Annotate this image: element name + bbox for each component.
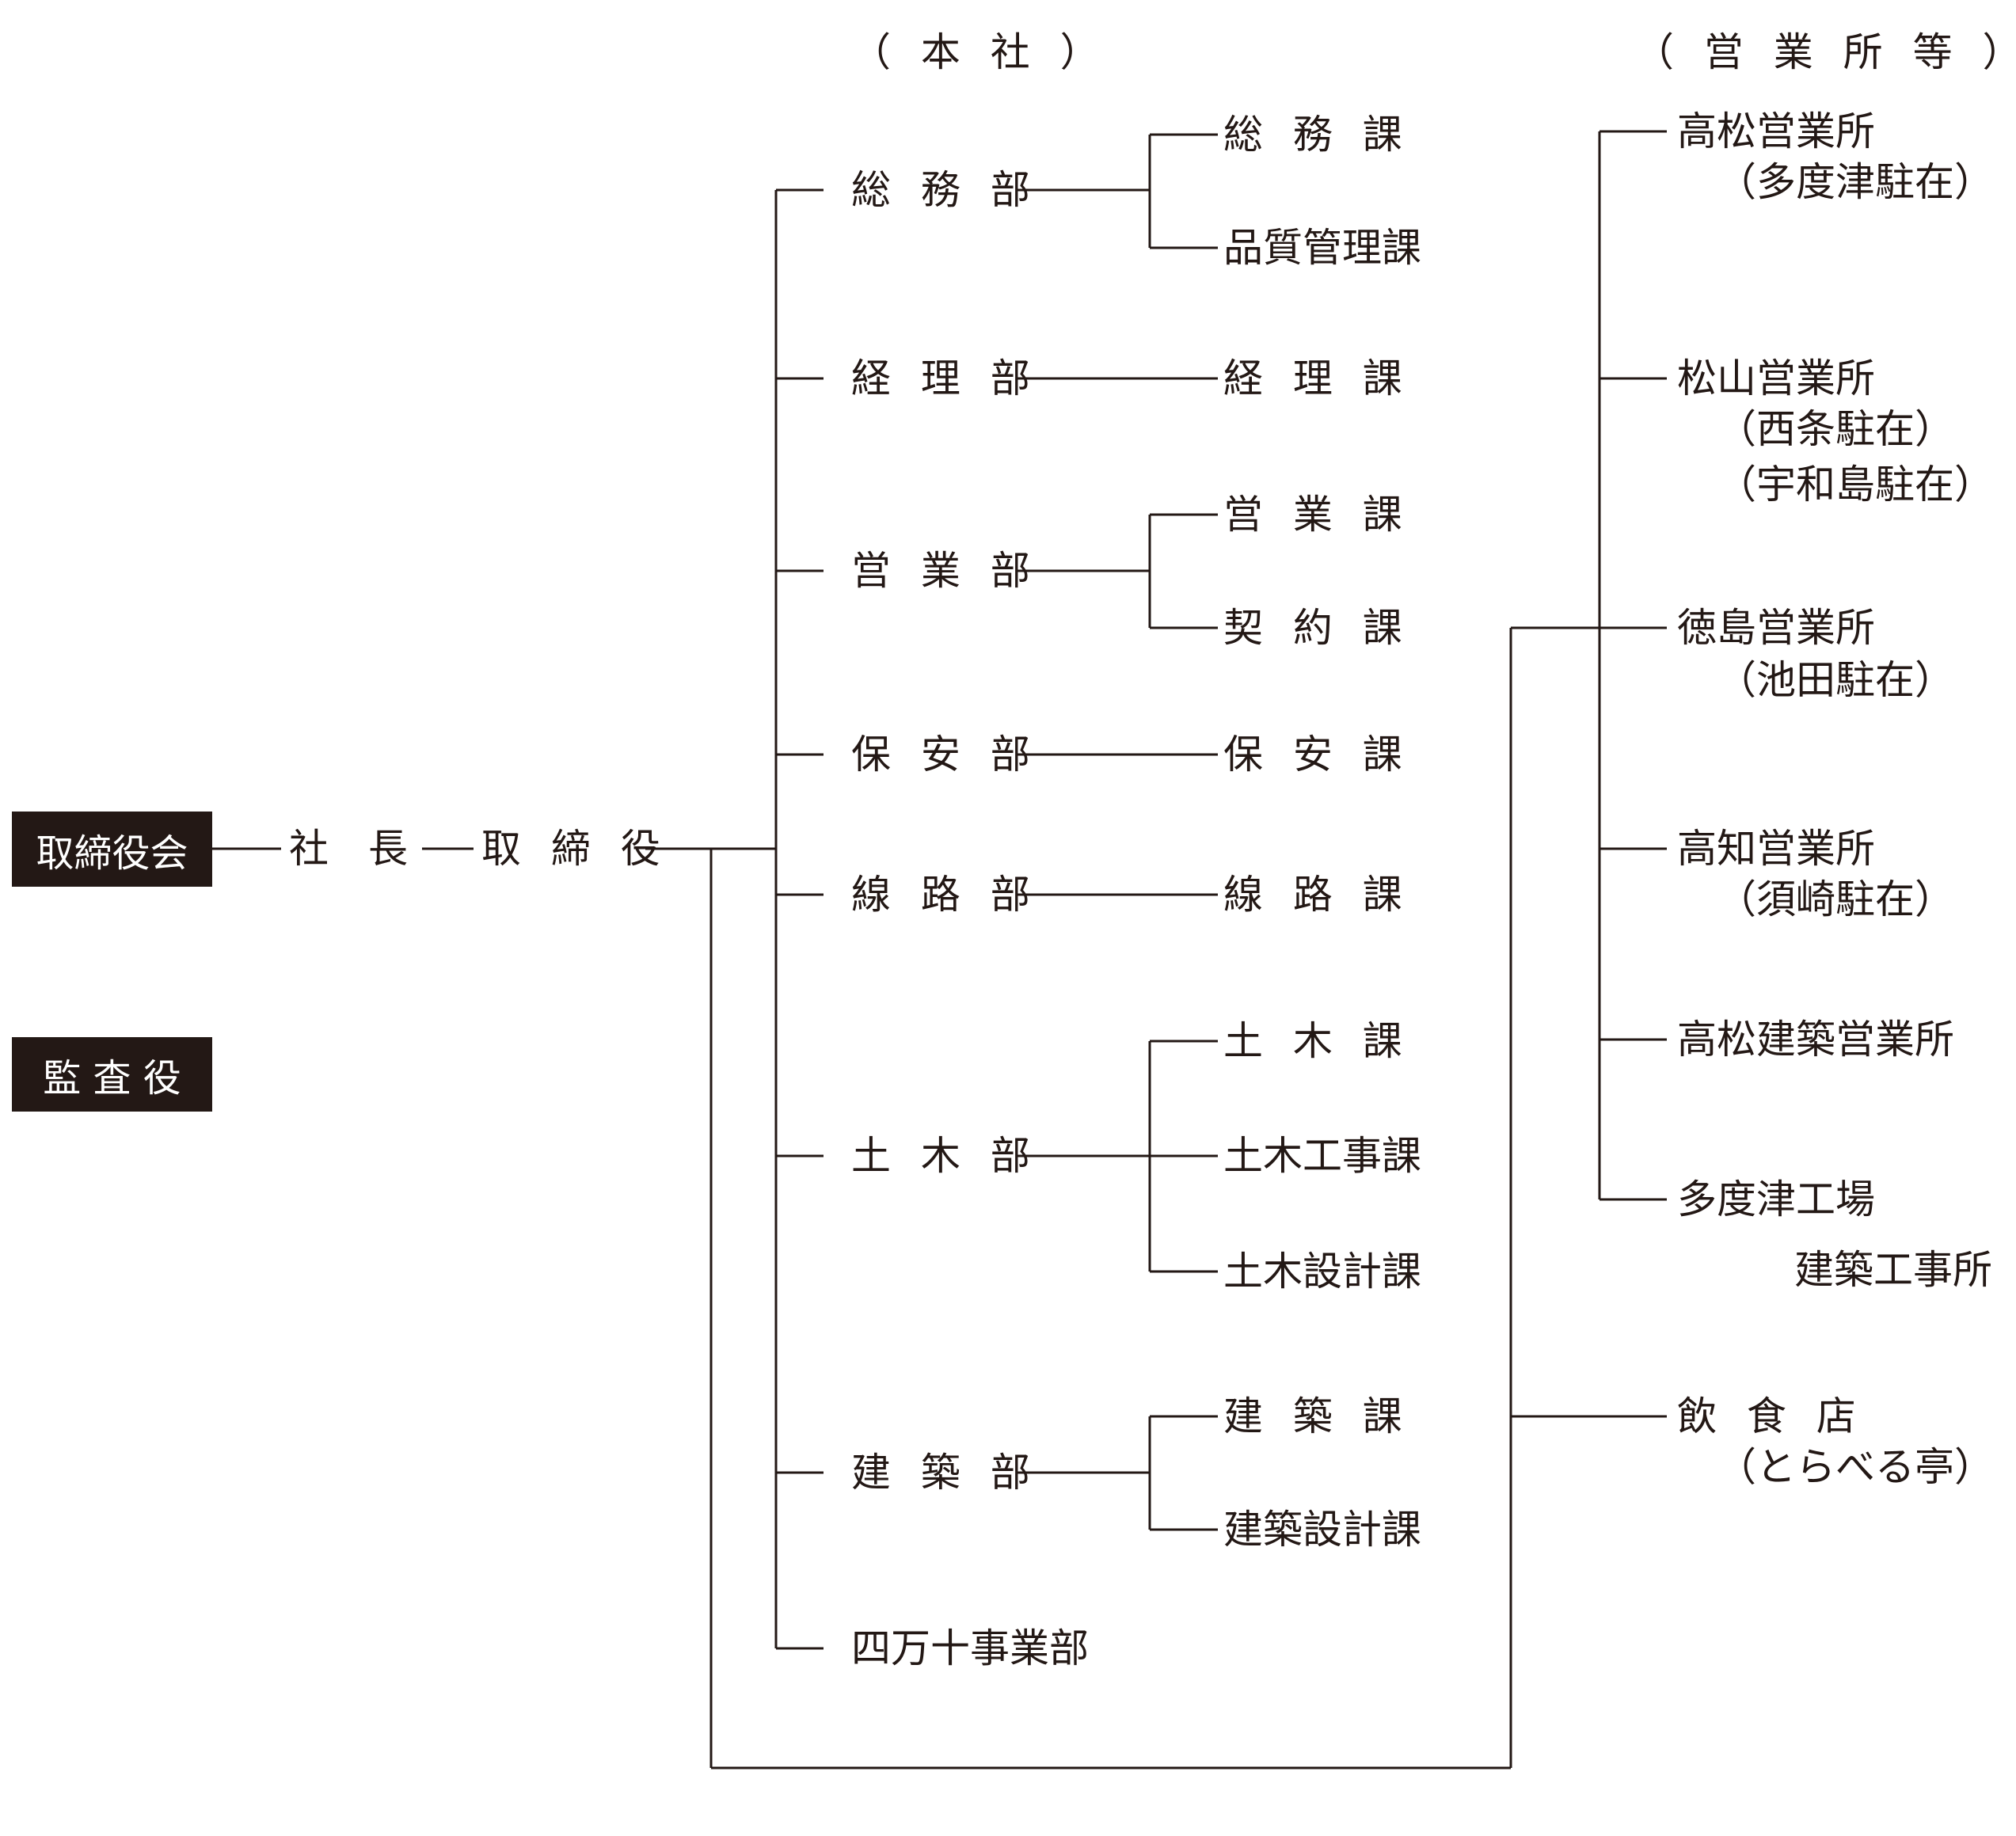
auditor-label: 監 査 役 xyxy=(43,1056,181,1100)
office-matsuyama: 松山営業所 xyxy=(1677,355,1875,401)
section-sales: 営 業 課 xyxy=(1223,492,1411,538)
dept-civil: 土 木 部 xyxy=(851,1133,1039,1179)
dept-safety: 保 安 部 xyxy=(851,732,1039,777)
office-restaurant: 飲 食 店 xyxy=(1677,1393,1865,1439)
section-architecture: 建 築 課 xyxy=(1223,1393,1411,1439)
office-tadotsu-construction: 建築工事所 xyxy=(1794,1247,1992,1293)
section-civil-design: 土木設計課 xyxy=(1223,1249,1421,1294)
office-matsuyama-sub-1: （西条駐在） xyxy=(1717,406,1954,452)
heading-head-office: （ 本 社 ） xyxy=(851,29,1109,75)
section-track: 線 路 課 xyxy=(1223,872,1411,918)
office-takamatsu-sub: （多度津駐在） xyxy=(1717,159,1994,205)
director-label: 取 締 役 xyxy=(481,826,669,872)
board-of-directors-box: 取締役会 xyxy=(12,812,212,887)
office-tokushima: 徳島営業所 xyxy=(1677,605,1875,651)
office-takamatsu: 高松営業所 xyxy=(1677,108,1875,154)
board-of-directors-label: 取締役会 xyxy=(36,831,188,876)
auditor-box: 監 査 役 xyxy=(12,1037,212,1112)
office-tokushima-sub: （池田駐在） xyxy=(1717,657,1954,703)
office-matsuyama-sub-2: （宇和島駐在） xyxy=(1717,462,1994,507)
dept-shimanto: 四万十事業部 xyxy=(851,1625,1089,1671)
dept-track: 線 路 部 xyxy=(851,872,1039,918)
section-architecture-design: 建築設計課 xyxy=(1223,1507,1421,1553)
dept-architecture: 建 築 部 xyxy=(851,1450,1039,1496)
heading-branch-offices: （ 営 業 所 等 ） xyxy=(1634,29,2016,75)
section-civil: 土 木 課 xyxy=(1223,1018,1411,1064)
office-kochi: 高知営業所 xyxy=(1677,826,1875,872)
dept-general-affairs: 総 務 部 xyxy=(851,167,1039,213)
office-kochi-sub: （須崎駐在） xyxy=(1717,876,1954,922)
office-takamatsu-architecture: 高松建築営業所 xyxy=(1677,1017,1954,1062)
section-safety: 保 安 課 xyxy=(1223,732,1411,777)
section-quality-control: 品質管理課 xyxy=(1223,225,1421,271)
dept-sales: 営 業 部 xyxy=(851,548,1039,594)
section-accounting: 経 理 課 xyxy=(1223,355,1411,401)
president-label: 社 長 xyxy=(289,826,408,872)
office-restaurant-sub: （とらべる亭） xyxy=(1717,1444,1994,1490)
section-contracts: 契 約 課 xyxy=(1223,605,1411,651)
section-civil-works: 土木工事課 xyxy=(1223,1133,1421,1179)
section-general-affairs: 総 務 課 xyxy=(1223,112,1411,158)
office-tadotsu-works: 多度津工場 xyxy=(1677,1176,1875,1222)
dept-accounting: 経 理 部 xyxy=(851,355,1039,401)
